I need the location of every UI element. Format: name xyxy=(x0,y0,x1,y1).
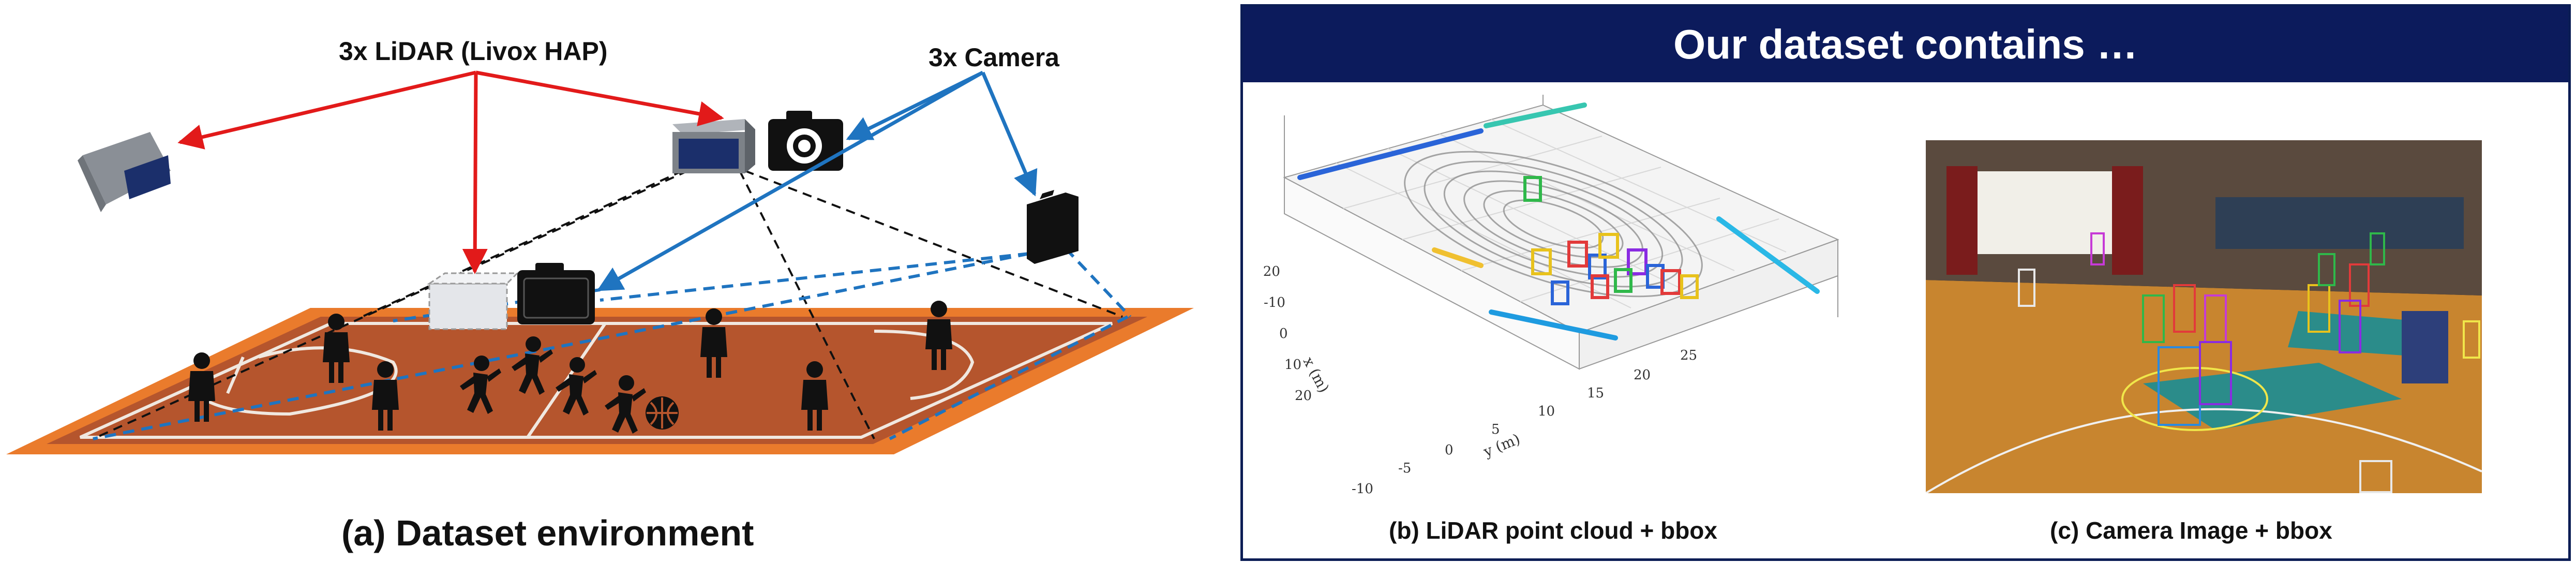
camera-label: 3x Camera xyxy=(928,43,1059,72)
camera-arrows xyxy=(596,70,1038,292)
y-tick-label: 15 xyxy=(1587,386,1604,401)
lidar-point-cloud-plot: -20 -10 0 10 20 x (m) -10 -5 0 5 10 15 2… xyxy=(1264,95,1839,497)
camera-fov-lines xyxy=(93,247,1132,440)
camera-icon xyxy=(1027,190,1079,264)
y-tick-label: 10 xyxy=(1538,404,1555,419)
y-tick-label: -10 xyxy=(1352,481,1373,497)
bounding-boxes xyxy=(1523,176,1699,305)
camera-icon xyxy=(517,263,595,324)
x-tick-label: 10 xyxy=(1284,357,1301,373)
point-cloud-walls xyxy=(1297,102,1820,341)
lidar-sensor-icon xyxy=(78,132,171,212)
x-tick-label: 0 xyxy=(1279,326,1288,342)
camera-icon xyxy=(768,111,843,171)
y-tick-labels: -10 -5 0 5 10 15 20 25 xyxy=(1352,348,1697,497)
dataset-contents-panel: Our dataset contains … xyxy=(1240,4,2571,561)
lidar-arrows xyxy=(177,70,724,274)
lidar-caption: (b) LiDAR point cloud + bbox xyxy=(1389,517,1717,544)
y-tick-label: -5 xyxy=(1398,461,1411,476)
x-tick-label: -10 xyxy=(1264,295,1285,310)
y-tick-label: 0 xyxy=(1445,442,1454,458)
y-tick-label: 5 xyxy=(1491,422,1500,437)
y-tick-label: 25 xyxy=(1680,348,1697,363)
x-tick-labels: -20 -10 0 10 20 xyxy=(1264,264,1312,404)
y-tick-label: 20 xyxy=(1634,367,1651,383)
camera-caption: (c) Camera Image + bbox xyxy=(2050,517,2332,544)
y-axis-label: y (m) xyxy=(1480,431,1522,461)
environment-caption: (a) Dataset environment xyxy=(341,513,754,553)
dataset-environment-diagram xyxy=(6,70,1194,454)
panel-header: Our dataset contains … xyxy=(1243,7,2568,82)
x-tick-label: -20 xyxy=(1264,264,1280,279)
camera-image xyxy=(1926,140,2482,493)
lidar-sensor-icon xyxy=(427,272,519,330)
lidar-sensor-icon xyxy=(672,119,755,173)
bounding-boxes xyxy=(2018,232,2480,493)
x-tick-label: 20 xyxy=(1295,388,1312,404)
people-silhouettes xyxy=(188,301,952,434)
lidar-label: 3x LiDAR (Livox HAP) xyxy=(339,37,608,66)
